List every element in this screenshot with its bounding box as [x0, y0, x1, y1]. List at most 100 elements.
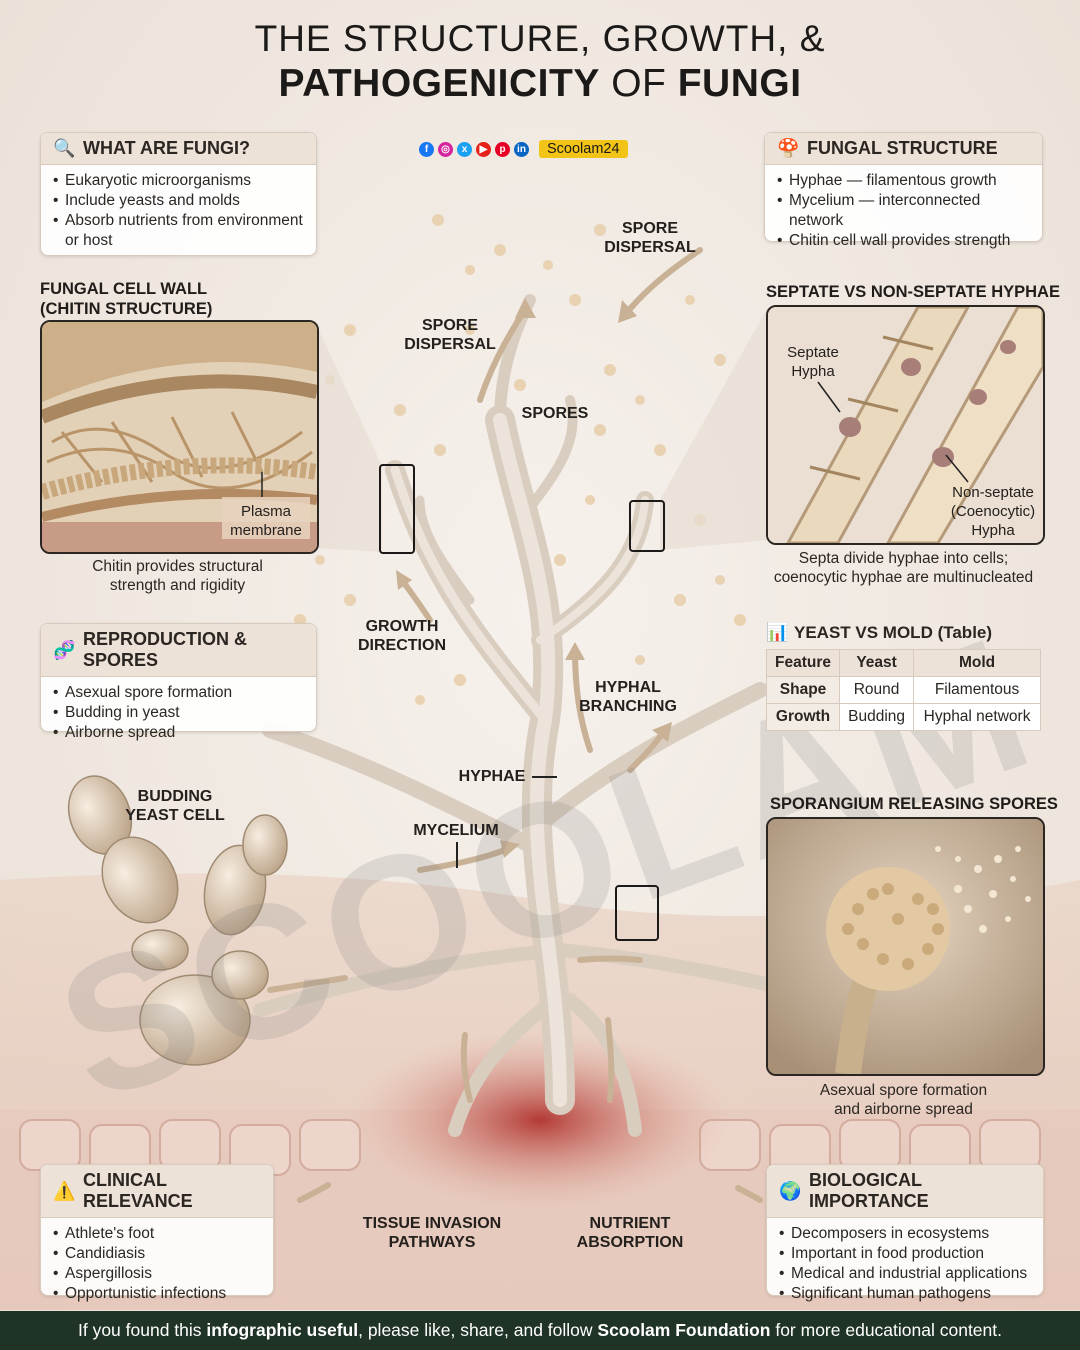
table-cell: Shape	[765, 676, 841, 704]
pinterest-icon[interactable]: p	[495, 141, 510, 157]
septate-label-1: Septate	[787, 344, 839, 361]
biological-title: BIOLOGICAL IMPORTANCE	[809, 1170, 929, 1211]
list-item: Important in food production	[779, 1244, 1033, 1264]
instagram-icon[interactable]: ◎	[438, 141, 453, 157]
label-line: PATHWAYS	[388, 1234, 476, 1251]
chitin-illustration	[42, 322, 317, 552]
zoom-box-hypha-tip	[629, 500, 665, 552]
warning-icon: ⚠️	[53, 1180, 76, 1201]
label-line: YEAST CELL	[125, 807, 225, 824]
label-line: DISPERSAL	[404, 336, 496, 353]
dna-icon: 🧬	[53, 639, 76, 660]
table-header: Yeast	[839, 649, 915, 677]
list-item: Significant human pathogens	[779, 1284, 1033, 1304]
list-item: Eukaryotic microorganisms	[53, 171, 306, 191]
table-cell: Hyphal network	[913, 703, 1041, 731]
label-tissue-invasion: TISSUE INVASION PATHWAYS	[350, 1214, 514, 1252]
yeast-mold-table: Feature Yeast Mold Shape Round Filamento…	[765, 649, 1041, 731]
title-line-1: THE STRUCTURE, GROWTH, &	[254, 18, 826, 59]
label-line: GROWTH	[365, 618, 439, 635]
table-cell: Filamentous	[913, 676, 1041, 704]
label-line: BRANCHING	[579, 698, 677, 715]
hyphae-leader-line	[532, 776, 557, 778]
cell-wall-caption-2: strength and rigidity	[109, 577, 246, 594]
septate-title: SEPTATE VS NON-SEPTATE HYPHAE	[766, 283, 1060, 301]
sporangium-title: SPORANGIUM RELEASING SPORES	[770, 795, 1058, 813]
magnifier-icon: 🔍	[53, 138, 76, 158]
brand-name[interactable]: Scoolam24	[539, 140, 628, 158]
label-line: DIRECTION	[358, 637, 446, 654]
facebook-icon[interactable]: f	[419, 141, 434, 157]
yeast-mold-heading: 📊YEAST VS MOLD (Table)	[766, 622, 1041, 643]
table-row: Growth Budding Hyphal network	[765, 703, 1041, 731]
fungal-structure-list: Hyphae — filamentous growth Mycelium — i…	[765, 171, 1042, 251]
footer-bold-2[interactable]: Scoolam Foundation	[597, 1320, 771, 1340]
non-septate-label-2: (Coenocytic)	[950, 503, 1036, 520]
plasma-label-1: Plasma	[240, 503, 292, 520]
what-are-fungi-heading: 🔍 WHAT ARE FUNGI?	[41, 133, 316, 165]
label-line: DISPERSAL	[604, 239, 696, 256]
table-header-row: Feature Yeast Mold	[765, 649, 1041, 677]
table-row: Shape Round Filamentous	[765, 676, 1041, 704]
plasma-label-2: membrane	[230, 522, 302, 539]
title-mid: OF	[599, 62, 678, 105]
table-header: Mold	[913, 649, 1041, 677]
label-mycelium: MYCELIUM	[413, 822, 499, 839]
cell-wall-caption-1: Chitin provides structural	[92, 558, 263, 575]
footer-text: , please like, share, and follow	[358, 1320, 598, 1340]
yeast-mold-section: 📊YEAST VS MOLD (Table) Feature Yeast Mol…	[765, 622, 1041, 731]
title-line-2: PATHOGENICITY OF FUNGI	[0, 62, 1080, 106]
zoom-box-mycelium	[615, 885, 659, 941]
list-item: Aspergillosis	[53, 1264, 263, 1284]
cell-wall-title-2: (CHITIN STRUCTURE)	[40, 300, 213, 318]
what-are-fungi-title: WHAT ARE FUNGI?	[83, 138, 250, 158]
biological-heading: 🌍 BIOLOGICAL IMPORTANCE	[767, 1165, 1043, 1218]
yeast-mold-title: YEAST VS MOLD (Table)	[794, 622, 993, 642]
fungal-structure-heading: 🍄FUNGAL STRUCTURE	[765, 133, 1042, 165]
label-spores: SPORES	[521, 405, 589, 422]
youtube-icon[interactable]: ▶	[476, 141, 491, 157]
social-bar: f ◎ x ▶ p in Scoolam24	[419, 140, 628, 158]
mushroom-icon: 🍄	[777, 138, 800, 158]
septate-caption-2: coenocytic hyphae are multinucleated	[773, 569, 1034, 586]
biological-list: Decomposers in ecosystems Important in f…	[767, 1224, 1043, 1304]
x-icon[interactable]: x	[457, 141, 472, 157]
list-item: Asexual spore formation	[53, 683, 306, 703]
label-line: SPORE	[621, 220, 678, 237]
label-line: TISSUE INVASION	[362, 1215, 502, 1232]
list-item: Candidiasis	[53, 1244, 263, 1264]
reproduction-title: REPRODUCTION & SPORES	[83, 629, 248, 670]
clinical-heading: ⚠️ CLINICAL RELEVANCE	[41, 1165, 273, 1218]
list-item: Athlete's foot	[53, 1224, 263, 1244]
list-item: Chitin cell wall provides strength	[777, 231, 1032, 251]
label-line: NUTRIENT	[589, 1215, 671, 1232]
globe-icon: 🌍	[779, 1180, 802, 1201]
hyphae-illustration	[768, 307, 1043, 543]
list-item: Include yeasts and molds	[53, 191, 306, 211]
title-bold-fungi: FUNGI	[677, 62, 802, 105]
linkedin-icon[interactable]: in	[514, 141, 529, 157]
label-growth-direction: GROWTH DIRECTION	[342, 617, 462, 655]
cell-wall-title: FUNGAL CELL WALL(CHITIN STRUCTURE)	[40, 279, 212, 319]
sporangium-panel	[766, 817, 1045, 1076]
label-line: BUDDING	[137, 788, 213, 805]
label-hyphae: HYPHAE	[458, 768, 526, 785]
title-bold-pathogenicity: PATHOGENICITY	[278, 62, 600, 105]
mycelium-leader-line	[456, 842, 458, 868]
table-cell: Growth	[765, 703, 841, 731]
sporangium-caption-1: Asexual spore formation	[819, 1082, 988, 1099]
clinical-title: CLINICAL RELEVANCE	[83, 1170, 193, 1211]
what-are-fungi-card: 🔍 WHAT ARE FUNGI? Eukaryotic microorganis…	[40, 132, 317, 256]
clinical-card: ⚠️ CLINICAL RELEVANCE Athlete's foot Cand…	[40, 1164, 274, 1304]
table-header: Feature	[765, 649, 841, 677]
what-are-fungi-list: Eukaryotic microorganisms Include yeasts…	[41, 171, 316, 251]
cell-wall-panel: Plasma membrane	[40, 320, 319, 554]
footer-banner: If you found this infographic useful, pl…	[0, 1311, 1080, 1350]
bar-chart-icon: 📊	[766, 622, 789, 642]
